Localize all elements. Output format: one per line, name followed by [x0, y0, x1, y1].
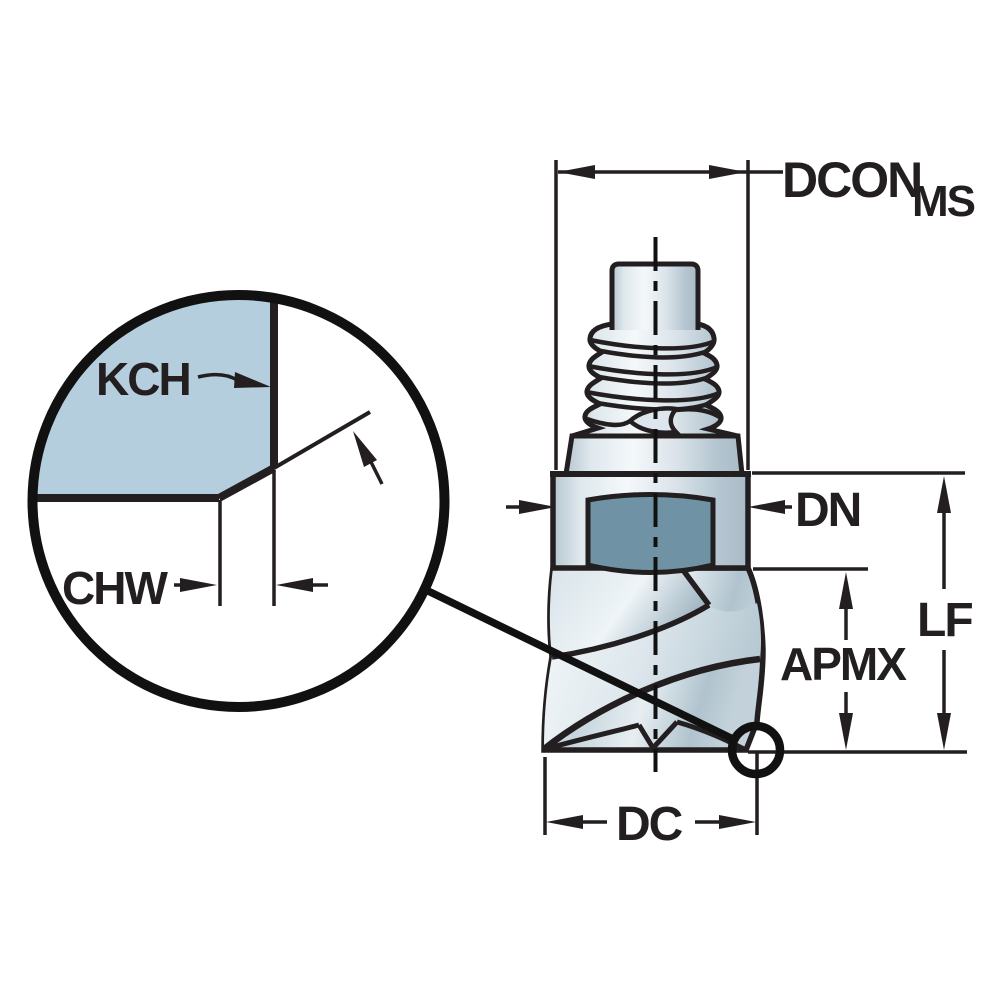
arrowhead: [519, 500, 556, 514]
arrowhead: [558, 165, 595, 179]
arrowhead: [719, 815, 756, 829]
chamfer-edge: [217, 464, 276, 502]
arrowhead: [839, 572, 853, 609]
arrowhead: [180, 578, 217, 592]
arrowhead: [709, 165, 746, 179]
chamfer-angle-extension-line: [272, 410, 372, 470]
chamfer-angle-arrow: [353, 431, 384, 485]
arrowhead: [937, 476, 951, 513]
dimension-lf: LF: [748, 471, 974, 754]
dim-label-dcon: DCON: [782, 152, 921, 208]
flute-facet-upper: [549, 568, 709, 657]
dim-label-dn: DN: [795, 484, 860, 537]
dim-label-apmx: APMX: [780, 638, 907, 690]
flute-edges: [541, 568, 761, 753]
dim-label-dc: DC: [616, 798, 683, 851]
arrowhead: [748, 500, 785, 514]
dimension-dcon: DCON MS: [554, 152, 977, 470]
arrowhead: [546, 815, 583, 829]
dimension-dn: DN: [506, 484, 862, 537]
arrowhead: [937, 713, 951, 750]
wrench-flat: [585, 492, 716, 575]
dimension-apmx: APMX: [753, 567, 909, 750]
arrowhead: [839, 713, 853, 750]
dim-label-lf: LF: [917, 594, 972, 647]
arrowhead: [234, 372, 271, 388]
thread-runout: [626, 406, 681, 435]
detail-view: CHW KCH: [27, 290, 450, 712]
dim-label-dcon-subscript: MS: [912, 177, 975, 226]
tool-illustration: [541, 237, 766, 772]
arrowhead: [276, 578, 313, 592]
dim-label-kch: KCH: [96, 353, 190, 405]
corner-detail-marker: [727, 721, 785, 779]
dimension-kch: KCH: [96, 353, 271, 405]
arrowhead: [353, 431, 377, 467]
chamfer-cross-section: [33, 296, 274, 498]
dimension-dc: DC: [543, 752, 759, 851]
dimension-chw: CHW: [62, 562, 328, 614]
detail-connector-line: [422, 585, 737, 744]
dim-label-chw: CHW: [62, 562, 168, 614]
detail-view-circle: [27, 290, 450, 712]
